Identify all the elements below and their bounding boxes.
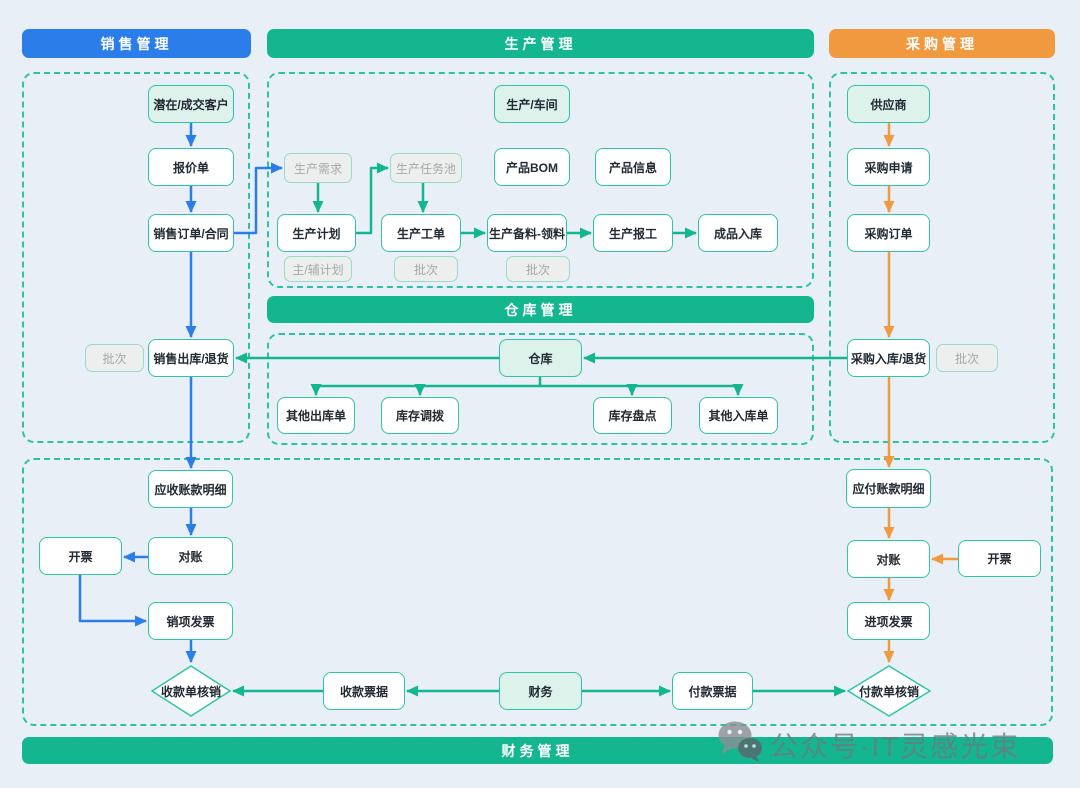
node-label: 批次 bbox=[525, 262, 550, 277]
node-receipt-note: 收款票据 bbox=[323, 672, 405, 710]
node-other-out: 其他出库单 bbox=[277, 397, 355, 434]
node-label: 生产报工 bbox=[608, 226, 657, 241]
node-label: 应付账款明细 bbox=[852, 482, 925, 496]
node-work-order: 生产工单 bbox=[381, 214, 461, 252]
node-label: 其他入库单 bbox=[708, 409, 769, 423]
node-label: 仓库 bbox=[528, 351, 553, 366]
node-label: 成品入库 bbox=[713, 226, 762, 241]
node-label: 产品BOM bbox=[506, 160, 558, 175]
node-label: 批次 bbox=[413, 262, 438, 277]
node-wo-batch: 批次 bbox=[394, 256, 458, 282]
node-sales-out-batch: 批次 bbox=[85, 344, 144, 372]
node-label: 付款单核销 bbox=[858, 684, 919, 699]
node-label: 生产备料-领料 bbox=[489, 226, 565, 241]
node-label: 收款单核销 bbox=[160, 684, 221, 699]
section-header-sales: 销售管理 bbox=[22, 29, 251, 58]
node-purchase-order: 采购订单 bbox=[847, 214, 930, 252]
node-ap: 应付账款明细 bbox=[846, 469, 931, 508]
node-label: 付款票据 bbox=[688, 684, 737, 699]
section-header-purchase: 采购管理 bbox=[829, 29, 1055, 58]
node-label: 批次 bbox=[954, 351, 979, 366]
node-label: 生产需求 bbox=[293, 161, 342, 176]
node-payment-verify: 付款单核销 bbox=[847, 665, 931, 717]
node-plan-tag: 主/辅计划 bbox=[284, 256, 352, 282]
node-prod-info: 产品信息 bbox=[595, 148, 671, 186]
node-bom: 产品BOM bbox=[494, 148, 570, 186]
node-label: 收款票据 bbox=[339, 684, 388, 699]
node-label: 对账 bbox=[178, 549, 203, 564]
section-region-warehouse bbox=[267, 333, 814, 445]
section-title: 销售管理 bbox=[100, 35, 173, 52]
node-stock-transfer: 库存调拨 bbox=[381, 397, 459, 434]
node-label: 生产工单 bbox=[396, 226, 445, 241]
node-purchase-request: 采购申请 bbox=[847, 148, 930, 186]
section-header-warehouse: 仓库管理 bbox=[267, 296, 814, 323]
node-label: 采购订单 bbox=[864, 226, 913, 241]
section-region-sales bbox=[22, 72, 250, 443]
node-finance-node: 财务 bbox=[499, 672, 582, 710]
node-other-in: 其他入库单 bbox=[699, 397, 778, 434]
node-receipt-verify: 收款单核销 bbox=[151, 665, 231, 717]
node-label: 销项发票 bbox=[166, 614, 215, 629]
node-invoice-right: 开票 bbox=[958, 540, 1041, 577]
node-label: 进项发票 bbox=[864, 614, 913, 629]
node-payment-note: 付款票据 bbox=[672, 672, 753, 710]
node-finished-in: 成品入库 bbox=[698, 214, 778, 252]
node-label: 生产任务池 bbox=[395, 161, 456, 176]
section-header-finance: 财务管理 bbox=[22, 737, 1053, 764]
node-workshop: 生产/车间 bbox=[494, 85, 570, 123]
node-sales-invoice: 销项发票 bbox=[148, 602, 233, 640]
node-customer: 潜在/成交客户 bbox=[148, 85, 234, 123]
node-label: 开票 bbox=[987, 552, 1012, 566]
node-purchase-invoice: 进项发票 bbox=[847, 602, 930, 640]
section-title: 仓库管理 bbox=[504, 301, 577, 318]
node-label: 潜在/成交客户 bbox=[153, 97, 229, 112]
section-title: 生产管理 bbox=[504, 35, 577, 52]
section-region-finance bbox=[22, 458, 1053, 726]
node-recon-left: 对账 bbox=[148, 537, 233, 575]
node-label: 采购入库/退货 bbox=[850, 351, 927, 366]
node-label: 采购申请 bbox=[864, 160, 913, 175]
node-label: 应收账款明细 bbox=[154, 482, 227, 497]
node-label: 开票 bbox=[68, 549, 93, 564]
node-purchase-in-batch: 批次 bbox=[936, 344, 998, 372]
node-prod-demand: 生产需求 bbox=[284, 153, 352, 183]
node-label: 生产计划 bbox=[292, 226, 341, 241]
node-purchase-in: 采购入库/退货 bbox=[847, 339, 930, 377]
node-material-batch: 批次 bbox=[506, 256, 570, 282]
node-label: 销售出库/退货 bbox=[153, 351, 229, 366]
node-quote: 报价单 bbox=[148, 148, 234, 186]
node-label: 供应商 bbox=[870, 97, 907, 112]
node-invoice-left: 开票 bbox=[39, 537, 122, 575]
node-label: 库存盘点 bbox=[608, 409, 657, 423]
node-label: 主/辅计划 bbox=[292, 262, 344, 277]
section-region-purchase bbox=[829, 72, 1055, 443]
node-sales-out: 销售出库/退货 bbox=[148, 339, 234, 377]
node-label: 批次 bbox=[102, 351, 127, 366]
node-prod-plan: 生产计划 bbox=[277, 214, 356, 252]
section-title: 财务管理 bbox=[501, 742, 574, 759]
node-label: 财务 bbox=[528, 684, 553, 699]
node-ar: 应收账款明细 bbox=[148, 470, 233, 508]
section-title: 采购管理 bbox=[906, 35, 978, 52]
node-supplier: 供应商 bbox=[847, 85, 930, 123]
node-material: 生产备料-领料 bbox=[487, 214, 567, 252]
node-warehouse: 仓库 bbox=[499, 339, 582, 377]
node-sales-order: 销售订单/合同 bbox=[148, 214, 234, 252]
node-prod-report: 生产报工 bbox=[593, 214, 673, 252]
node-label: 产品信息 bbox=[608, 160, 657, 175]
node-recon-right: 对账 bbox=[847, 540, 930, 578]
section-header-production: 生产管理 bbox=[267, 29, 814, 58]
node-label: 库存调拨 bbox=[395, 409, 444, 423]
node-label: 生产/车间 bbox=[506, 97, 558, 112]
node-label: 报价单 bbox=[172, 160, 209, 175]
node-prod-pool: 生产任务池 bbox=[390, 153, 462, 183]
node-label: 其他出库单 bbox=[285, 409, 346, 423]
node-label: 对账 bbox=[876, 552, 901, 567]
node-stock-take: 库存盘点 bbox=[593, 397, 672, 434]
node-label: 销售订单/合同 bbox=[153, 226, 229, 241]
